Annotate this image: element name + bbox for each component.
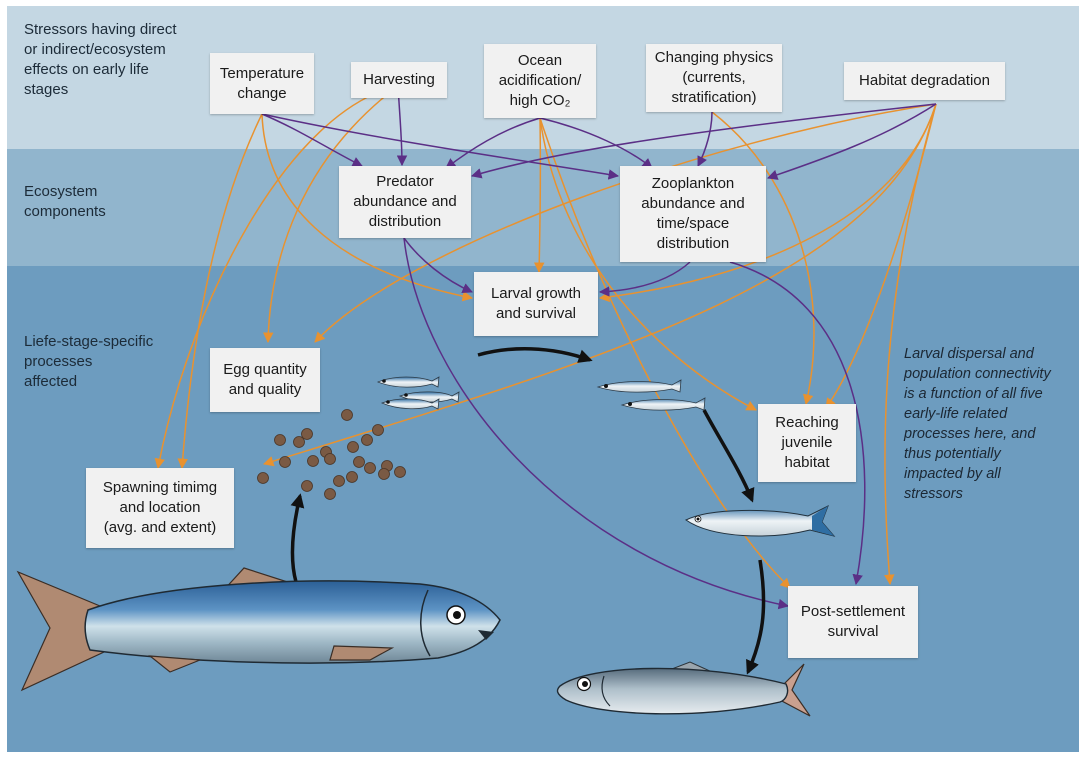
node-spawning-label: Spawning timimg and location (avg. and e… (102, 479, 218, 536)
egg (324, 488, 336, 500)
larval-fish-group-1 (376, 376, 460, 410)
arrow-adult-to-eggs (290, 493, 305, 583)
arrow-juvenile-to-adult (746, 559, 766, 675)
node-habitat-degradation: Habitat degradation (844, 62, 1005, 100)
node-zooplankton: Zooplankton abundance and time/space dis… (620, 166, 766, 262)
arrow-physics-to-zooplankton (697, 111, 713, 167)
direct-effect-arrows (261, 85, 937, 610)
arrow-acidification-to-larval (533, 117, 545, 274)
arrow-habitat-to-settlement (884, 103, 937, 586)
node-larval-label: Larval growth and survival (490, 285, 582, 322)
larval-fish (380, 398, 440, 410)
egg (279, 456, 291, 468)
larval-fish (376, 376, 440, 388)
egg (372, 424, 384, 436)
arrow-habitat-to-larval (598, 103, 937, 303)
juvenile-fish (685, 504, 836, 537)
node-post-settlement: Post-settlement survival (788, 586, 918, 658)
egg (378, 468, 390, 480)
arrow-larvae-to-juvenile (702, 409, 755, 503)
node-harvesting: Harvesting (351, 62, 447, 98)
arrow-acidification-to-zooplankton (539, 117, 653, 169)
arrow-physics-to-juvenile (711, 111, 815, 406)
node-larval-growth: Larval growth and survival (474, 272, 598, 336)
arrow-habitat-to-zooplankton (767, 103, 937, 180)
indirect-effect-arrows (154, 85, 937, 589)
node-acidification-label: Ocean acidification/ high CO₂ (498, 52, 582, 109)
egg (364, 462, 376, 474)
adult-fish-gill (420, 589, 431, 657)
arrow-temperature-to-larval (261, 113, 474, 302)
egg (347, 441, 359, 453)
egg (324, 453, 336, 465)
lifecycle-arrows (290, 347, 766, 675)
larval-fish (596, 379, 682, 393)
node-juvenile-label: Reaching juvenile habitat (775, 414, 839, 471)
node-egg-label: Egg quantity and quality (223, 361, 307, 398)
egg (346, 471, 358, 483)
arrow-habitat-to-predator (470, 103, 937, 179)
node-changing-physics: Changing physics (currents, stratificati… (646, 44, 782, 112)
arrow-habitat-to-egg (314, 103, 937, 343)
lifestage-zone-label: Liefe-stage-specific processes affected (24, 333, 154, 390)
arrow-temperature-to-spawning (177, 113, 263, 470)
arrow-acidification-to-juvenile (539, 117, 757, 411)
adult-fish-anal-fin (148, 655, 201, 673)
egg (394, 466, 406, 478)
node-ocean-acidification: Ocean acidification/ high CO₂ (484, 44, 596, 118)
larval-fish (620, 397, 706, 411)
node-predator-label: Predator abundance and distribution (353, 173, 457, 230)
node-zooplankton-label: Zooplankton abundance and time/space dis… (641, 175, 745, 252)
larval-fish-group-2 (596, 379, 706, 411)
arrow-zooplankton-to-settlement (729, 261, 866, 586)
node-temperature-label: Temperature change (219, 64, 305, 102)
node-spawning: Spawning timimg and location (avg. and e… (86, 468, 234, 548)
egg (257, 472, 269, 484)
egg (341, 409, 353, 421)
arrow-predator-to-larval (403, 237, 473, 293)
node-temperature-change: Temperature change (210, 53, 314, 114)
arrow-harvesting-to-spawning (154, 85, 399, 470)
egg (361, 434, 373, 446)
egg (293, 436, 305, 448)
adult-fish-belly-fin (329, 645, 395, 661)
arrow-predator-to-settlement (403, 237, 790, 610)
egg (301, 480, 313, 492)
arrow-zooplankton-to-larval (598, 261, 691, 297)
egg (353, 456, 365, 468)
arrow-temperature-to-predator (261, 113, 363, 167)
arrow-habitat-to-spawning (262, 103, 937, 467)
node-settlement-label: Post-settlement survival (800, 603, 906, 640)
stressors-zone-label: Stressors having direct or indirect/ecos… (24, 21, 177, 98)
egg-cluster (257, 409, 406, 500)
arrow-acidification-to-predator (445, 117, 541, 169)
adult-fish-body (84, 580, 501, 664)
egg (307, 455, 319, 467)
ecosystem-zone-label: Ecosystem components (24, 183, 106, 220)
node-physics-label: Changing physics (currents, stratificati… (654, 49, 774, 106)
node-egg-quality: Egg quantity and quality (210, 348, 320, 412)
settled-fish-body (556, 667, 789, 715)
node-juvenile-habitat: Reaching juvenile habitat (758, 404, 856, 482)
egg (301, 428, 313, 440)
node-harvesting-label: Harvesting (363, 71, 435, 88)
settled-adult-fish (556, 661, 811, 717)
adult-fish (16, 567, 501, 692)
arrow-harvesting-to-egg (262, 85, 399, 344)
connectivity-note: Larval dispersal and population connecti… (904, 346, 1051, 502)
egg (274, 434, 286, 446)
node-predator: Predator abundance and distribution (339, 166, 471, 238)
egg (333, 475, 345, 487)
arrow-egglarvae-to-larvae (477, 347, 593, 363)
node-habitat-label: Habitat degradation (859, 72, 990, 89)
arrow-temperature-to-zooplankton (261, 113, 620, 180)
